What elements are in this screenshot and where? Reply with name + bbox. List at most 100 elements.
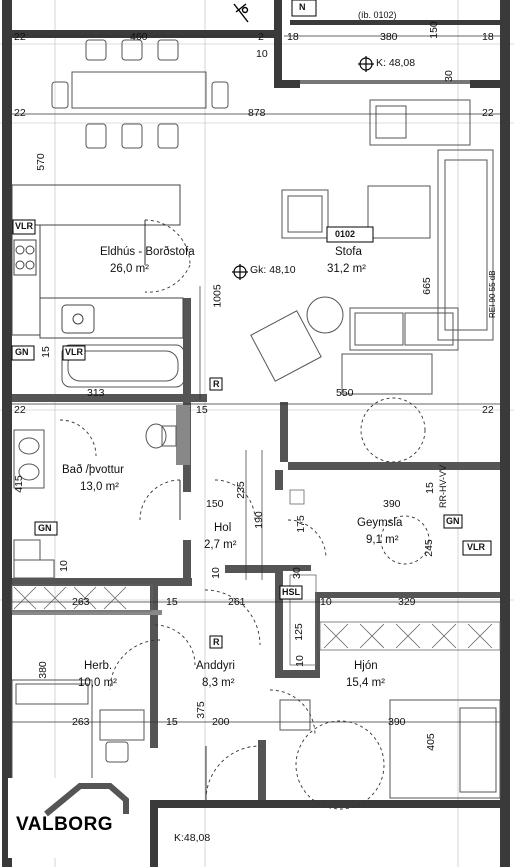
north-label-box <box>291 0 317 17</box>
apartment-number-box <box>326 226 374 243</box>
dim-190: 190 <box>252 511 265 529</box>
room-stofa-name: Stofa <box>335 246 362 258</box>
vlr-kitchen-label: VLR <box>15 221 33 231</box>
room-eldhus-area: 26,0 m² <box>110 263 149 275</box>
room-hjon-area: 15,4 m² <box>346 677 385 689</box>
level-marker-top <box>358 56 374 72</box>
dim-245: 245 <box>422 539 435 557</box>
room-herb-area: 10,0 m² <box>78 677 117 689</box>
rei-label: REI 90 55 dB <box>488 270 497 318</box>
dim-375: 375 <box>194 701 207 719</box>
dim-150a: 150 <box>427 21 440 39</box>
hsl-label: HSL <box>282 587 300 597</box>
storage-shelves <box>11 489 501 666</box>
dim-10c: 10 <box>209 567 222 579</box>
room-bad-area: 13,0 m² <box>80 481 119 493</box>
level-bottom: K:48,08 <box>174 832 211 844</box>
dim-125: 125 <box>292 623 305 641</box>
dim-22d: 22 <box>14 404 26 416</box>
valborg-logo: VALBORG <box>8 778 140 858</box>
dim-30b: 30 <box>290 567 303 579</box>
dim-313: 313 <box>87 387 105 399</box>
interior-walls <box>12 298 500 800</box>
kitchen-counter <box>11 184 184 339</box>
dim-380b: 380 <box>36 661 49 679</box>
dim-200: 200 <box>212 716 230 728</box>
bathroom-fixtures <box>13 344 185 579</box>
dim-150b: 150 <box>206 498 224 510</box>
dim-380: 380 <box>380 31 398 43</box>
dim-329: 329 <box>398 596 416 608</box>
logo-brand-text: VALBORG <box>16 814 114 835</box>
dim-263a: 263 <box>72 596 90 608</box>
dim-235: 235 <box>234 481 247 499</box>
dim-22a: 22 <box>14 31 26 43</box>
dim-415: 415 <box>12 475 25 493</box>
dim-263b: 263 <box>72 716 90 728</box>
dim-570: 570 <box>34 153 47 171</box>
dimension-lines <box>12 35 500 723</box>
apartment-number: 0102 <box>335 229 356 239</box>
dim-10e: 10 <box>293 655 306 667</box>
bedroom-furniture <box>11 679 501 799</box>
dim-10b: 10 <box>57 560 70 572</box>
dim-10a: 10 <box>256 48 268 60</box>
dim-15a: 15 <box>39 346 52 358</box>
room-geymsla-area: 9,1 m² <box>366 534 399 546</box>
dim-1005: 1005 <box>211 284 224 308</box>
dim-22c: 22 <box>482 107 494 119</box>
room-hol-name: Hol <box>214 522 232 534</box>
dim-665: 665 <box>420 277 433 295</box>
r-label-2: R <box>213 637 220 647</box>
dim-15d: 15 <box>166 596 178 608</box>
vlr-storage-label: VLR <box>467 542 485 552</box>
living-furniture <box>250 99 494 395</box>
gn-label-1: GN <box>15 347 29 357</box>
gn-label-2: GN <box>38 523 52 533</box>
room-bad-name: Bað /þvottur <box>62 464 125 476</box>
level-top: K: 48,08 <box>376 57 416 69</box>
door-leaves <box>144 220 207 800</box>
apartment-ref-label: (íb. 0102) <box>358 10 397 20</box>
dim-390a: 390 <box>383 498 401 510</box>
vlr-bath-label: VLR <box>65 347 83 357</box>
room-anddyri-area: 8,3 m² <box>202 677 235 689</box>
house-roof-icon <box>44 783 129 817</box>
rr-label: RR-HV-VV <box>438 464 448 508</box>
dim-405: 405 <box>424 733 437 751</box>
dim-22b: 22 <box>14 107 26 119</box>
dim-550: 550 <box>336 387 354 399</box>
room-hjon-name: Hjón <box>354 660 378 672</box>
dim-22e: 22 <box>482 404 494 416</box>
dim-390b: 390 <box>388 716 406 728</box>
dim-18a: 18 <box>287 31 299 43</box>
equipment-boxes <box>11 219 492 649</box>
dim-10d: 10 <box>320 596 332 608</box>
dim-261: 261 <box>228 596 246 608</box>
room-geymsla-name: Geymsla <box>357 517 403 529</box>
level-marker-gk <box>232 264 248 280</box>
room-herb-name: Herb. <box>84 660 113 672</box>
dim-30a: 30 <box>442 70 455 82</box>
dining-table <box>51 39 229 149</box>
door-swings <box>59 219 430 810</box>
north-arrow <box>233 3 249 23</box>
dim-15b: 15 <box>196 404 208 416</box>
dim-175: 175 <box>294 515 307 533</box>
dim-15e: 15 <box>166 716 178 728</box>
room-eldhus-name: Eldhús - Borðstofa <box>100 246 195 258</box>
room-anddyri-name: Anddyri <box>196 660 235 672</box>
r-label-1: R <box>213 379 220 389</box>
dim-878: 878 <box>248 107 266 119</box>
room-stofa-area: 31,2 m² <box>327 263 366 275</box>
north-label: N <box>299 2 306 12</box>
gn-label-3: GN <box>446 516 460 526</box>
dim-460: 460 <box>130 31 148 43</box>
dim-2: 2 <box>258 31 264 43</box>
dim-15c: 15 <box>423 482 436 494</box>
room-hol-area: 2,7 m² <box>204 539 237 551</box>
level-gk: Gk: 48,10 <box>250 264 296 276</box>
